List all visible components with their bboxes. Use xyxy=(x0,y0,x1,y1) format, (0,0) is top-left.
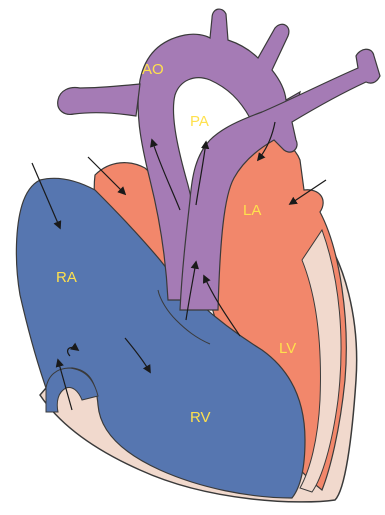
left-pulmonary-branch xyxy=(58,84,140,116)
